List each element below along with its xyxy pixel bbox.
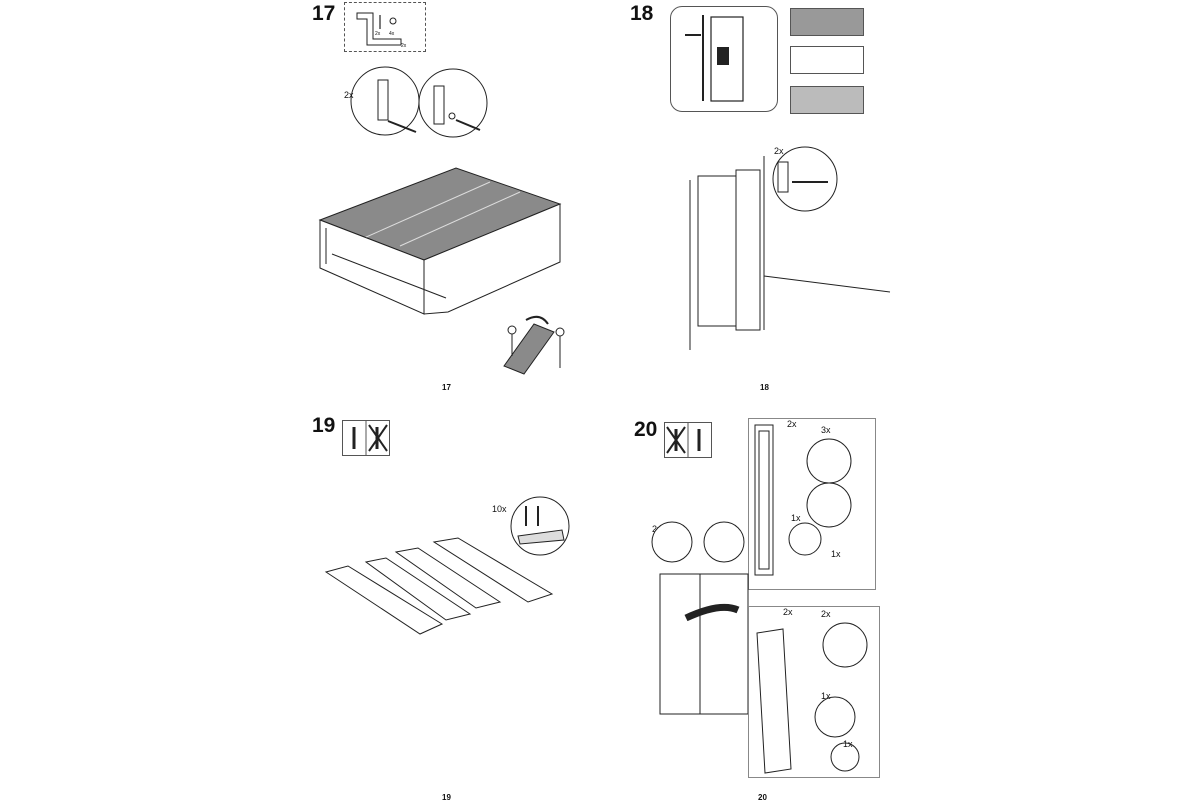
bed-frame-illustration bbox=[318, 167, 562, 315]
door-hinge-detail-top: 2x 3x 1x 1x bbox=[748, 418, 876, 590]
kit-label: 2x bbox=[401, 43, 407, 49]
door-hinge-detail-bottom: 2x 2x 1x 1x bbox=[748, 606, 880, 778]
screw-type-box bbox=[342, 420, 390, 456]
step-number: 19 bbox=[312, 414, 336, 437]
fitting-kit-box: 2x 4x 2x bbox=[344, 2, 426, 52]
step-number: 18 bbox=[630, 2, 654, 25]
step-18-panel: 18 2x 18 bbox=[600, 0, 900, 400]
step-number: 20 bbox=[634, 418, 658, 441]
quantity-callout: 3x bbox=[821, 425, 831, 435]
wall-warning-box bbox=[670, 6, 778, 112]
door-panel-icon bbox=[754, 424, 852, 576]
frame-assembly-illustration bbox=[324, 537, 554, 635]
detail-circle-hardware bbox=[510, 496, 570, 556]
kit-label: 2x bbox=[375, 31, 381, 37]
bracket-icon bbox=[356, 12, 402, 46]
step-17-panel: 17 2x 4x 2x 2x bbox=[300, 0, 600, 400]
wardrobe-illustration bbox=[689, 156, 891, 350]
detail-circle-screw-washer bbox=[418, 68, 488, 138]
quantity-callout: 2x bbox=[774, 146, 784, 156]
quantity-callout: 2x bbox=[344, 90, 354, 100]
wall-type-plaster bbox=[790, 46, 864, 74]
quantity-callout: 1x bbox=[791, 513, 801, 523]
page-number: 19 bbox=[442, 793, 451, 802]
step-19-panel: 19 10x 19 bbox=[300, 400, 600, 802]
screw-allowed-icon bbox=[352, 421, 388, 455]
detail-circle-bracket bbox=[772, 146, 838, 212]
detail-circle-screwdriver bbox=[350, 66, 420, 136]
wall-type-concrete bbox=[790, 8, 864, 36]
page-number: 17 bbox=[442, 383, 451, 392]
cabinet-illustration bbox=[651, 521, 749, 715]
quantity-callout: 2x bbox=[821, 609, 831, 619]
door-panel-icon bbox=[756, 622, 868, 774]
two-person-assembly-icon bbox=[503, 315, 565, 375]
page-number: 18 bbox=[760, 383, 769, 392]
quantity-callout: 2x bbox=[787, 419, 797, 429]
step-number: 17 bbox=[312, 2, 336, 25]
page-number: 20 bbox=[758, 793, 767, 802]
quantity-callout: 1x bbox=[831, 549, 841, 559]
kit-label: 4x bbox=[389, 31, 395, 37]
step-20-panel: 20 2x 3x 1x 1x 2x 2x 2x bbox=[600, 400, 900, 802]
wall-fixing-icon bbox=[685, 15, 744, 102]
screw-type-box bbox=[664, 422, 712, 458]
quantity-callout: 10x bbox=[492, 504, 507, 514]
wall-type-wood bbox=[790, 86, 864, 114]
quantity-callout: 1x bbox=[821, 691, 831, 701]
quantity-callout: 1x bbox=[843, 739, 853, 749]
screw-allowed-icon bbox=[666, 423, 701, 457]
quantity-callout: 2x bbox=[783, 607, 793, 617]
